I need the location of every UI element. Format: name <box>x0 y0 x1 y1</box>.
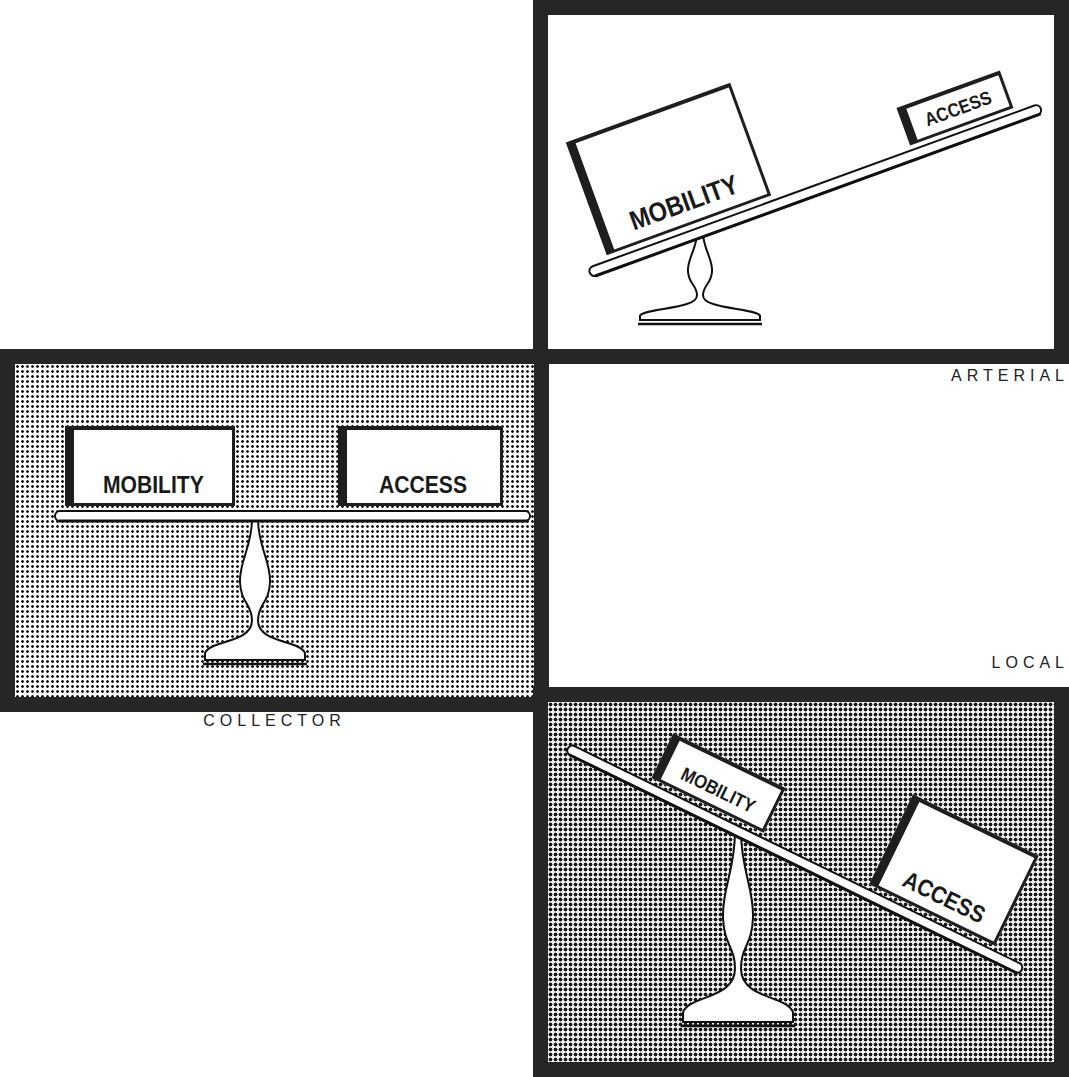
weight-label: MOBILITY <box>103 473 204 503</box>
weight-label: ACCESS <box>379 473 467 503</box>
weight-box: ACCESS <box>869 794 1039 945</box>
weight-box: ACCESS <box>338 426 503 506</box>
weight-box: MOBILITY <box>651 733 785 833</box>
balance-panel: COLLECTORMOBILITYACCESS <box>0 349 549 712</box>
balance-panel: LOCALMOBILITYACCESS <box>533 687 1069 1077</box>
balance-panel: ARTERIALMOBILITYACCESS <box>533 0 1069 364</box>
weight-label: ACCESS <box>923 87 997 134</box>
panel-caption: LOCAL <box>533 654 1069 672</box>
panel-caption: ARTERIAL <box>533 367 1069 385</box>
weight-label: MOBILITY <box>675 764 758 821</box>
weight-label: MOBILITY <box>626 171 744 241</box>
weight-box: MOBILITY <box>566 83 771 256</box>
weight-label: ACCESS <box>896 867 988 933</box>
panel-caption: COLLECTOR <box>0 712 549 730</box>
weight-box: MOBILITY <box>65 426 235 506</box>
weight-box: ACCESS <box>897 70 1014 145</box>
